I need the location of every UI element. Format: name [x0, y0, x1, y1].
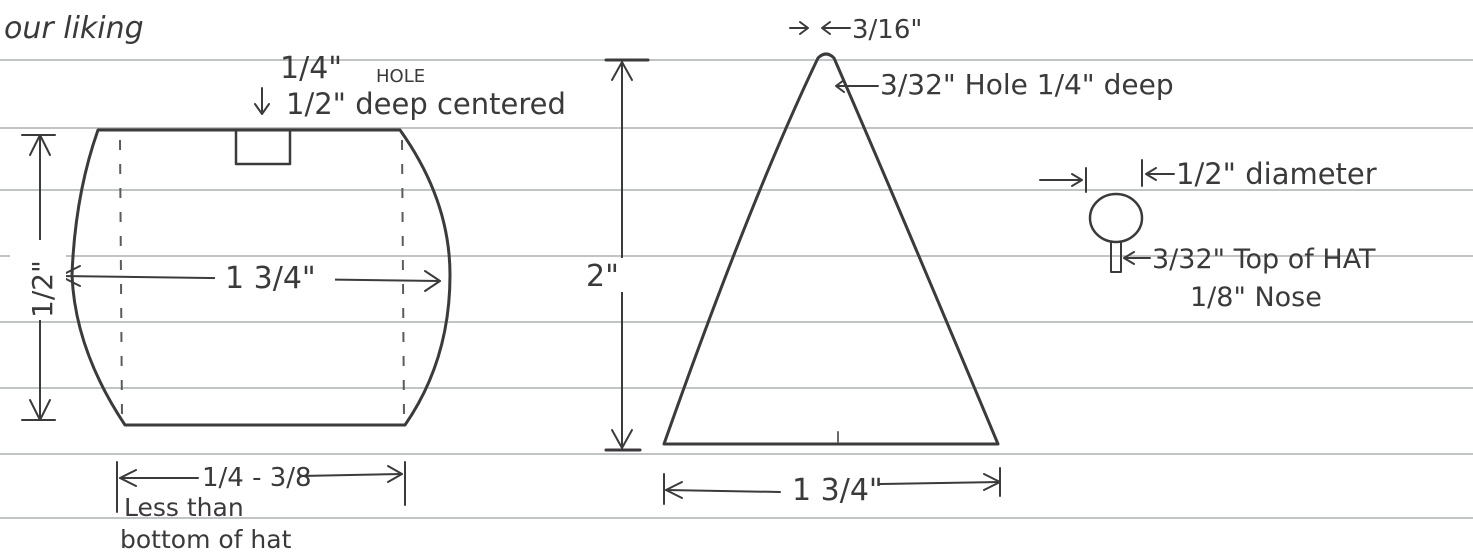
diameter-arrow-right	[1145, 167, 1175, 181]
body-width-label: 1 3/4"	[225, 261, 316, 296]
body-width-label-bg	[215, 258, 335, 294]
bottom-dim-line-right	[299, 473, 403, 477]
body-piece: 1 3/4" 1/2" 1/4" HOLE 1/2" deep centered…	[10, 51, 566, 554]
body-height-arrowhead-bottom	[29, 399, 51, 421]
hat-hole-label: 3/32" Hole 1/4" deep	[880, 68, 1174, 101]
bottom-dim-arrowhead-left	[119, 469, 137, 487]
hole-pointer-arrow	[254, 87, 270, 115]
hat-height-arrowhead-top	[611, 61, 633, 81]
hole-depth-label: 1/2" deep centered	[286, 87, 566, 121]
body-dash-right	[401, 139, 405, 419]
body-top-hole	[234, 128, 292, 166]
body-width-arrowhead-right	[424, 270, 441, 292]
nose-label: 1/8" Nose	[1190, 282, 1322, 313]
hat-height-arrowhead-bottom	[611, 429, 633, 449]
hat-top-arrow-left	[789, 21, 809, 35]
hat-base-label: 1 3/4"	[792, 473, 883, 508]
top-of-hat-label: 3/32" Top of HAT	[1152, 244, 1376, 275]
hat-base-arrowhead-right	[983, 473, 1001, 491]
nose-piece: 1/2" diameter 3/32" Top of HAT 1/8" Nose	[1039, 157, 1377, 313]
bottom-dim-label: 1/4 - 3/8	[202, 463, 312, 493]
body-height-label: 1/2"	[26, 260, 59, 318]
hole-width-label: 1/4"	[280, 51, 342, 86]
hat-piece: 2" 1 3/4" 3/16" 3/32" Hole 1/4" deep	[580, 15, 1174, 508]
hat-base-arrowhead-left	[665, 481, 683, 499]
diameter-label: 1/2" diameter	[1176, 157, 1377, 191]
diameter-arrow-left	[1039, 173, 1083, 187]
hole-label: HOLE	[376, 66, 425, 87]
bottom-note-line1: Less than	[124, 493, 244, 522]
bottom-note-line2: bottom of hat	[120, 525, 292, 554]
bottom-dim-arrowhead-right	[387, 465, 403, 483]
hat-outline	[662, 52, 1000, 446]
hat-top-arrow-right	[821, 21, 851, 35]
top-of-hat-arrow	[1123, 251, 1151, 265]
hat-top-width-label: 3/16"	[852, 15, 922, 45]
hat-base-line-right	[879, 481, 1001, 485]
body-dash-left	[119, 139, 123, 419]
ruled-lines	[0, 59, 1473, 519]
hat-height-label: 2"	[586, 259, 619, 294]
hat-height-label-bg	[580, 258, 636, 292]
hat-base-line-left	[665, 489, 781, 493]
head-circle	[1088, 192, 1144, 244]
nose-stem	[1110, 241, 1122, 273]
body-outline	[70, 128, 452, 427]
body-height-label-bg	[10, 240, 66, 320]
hat-hole-arrow	[835, 79, 879, 93]
body-height-arrowhead-top	[29, 134, 51, 156]
header-text: our liking	[4, 11, 144, 46]
